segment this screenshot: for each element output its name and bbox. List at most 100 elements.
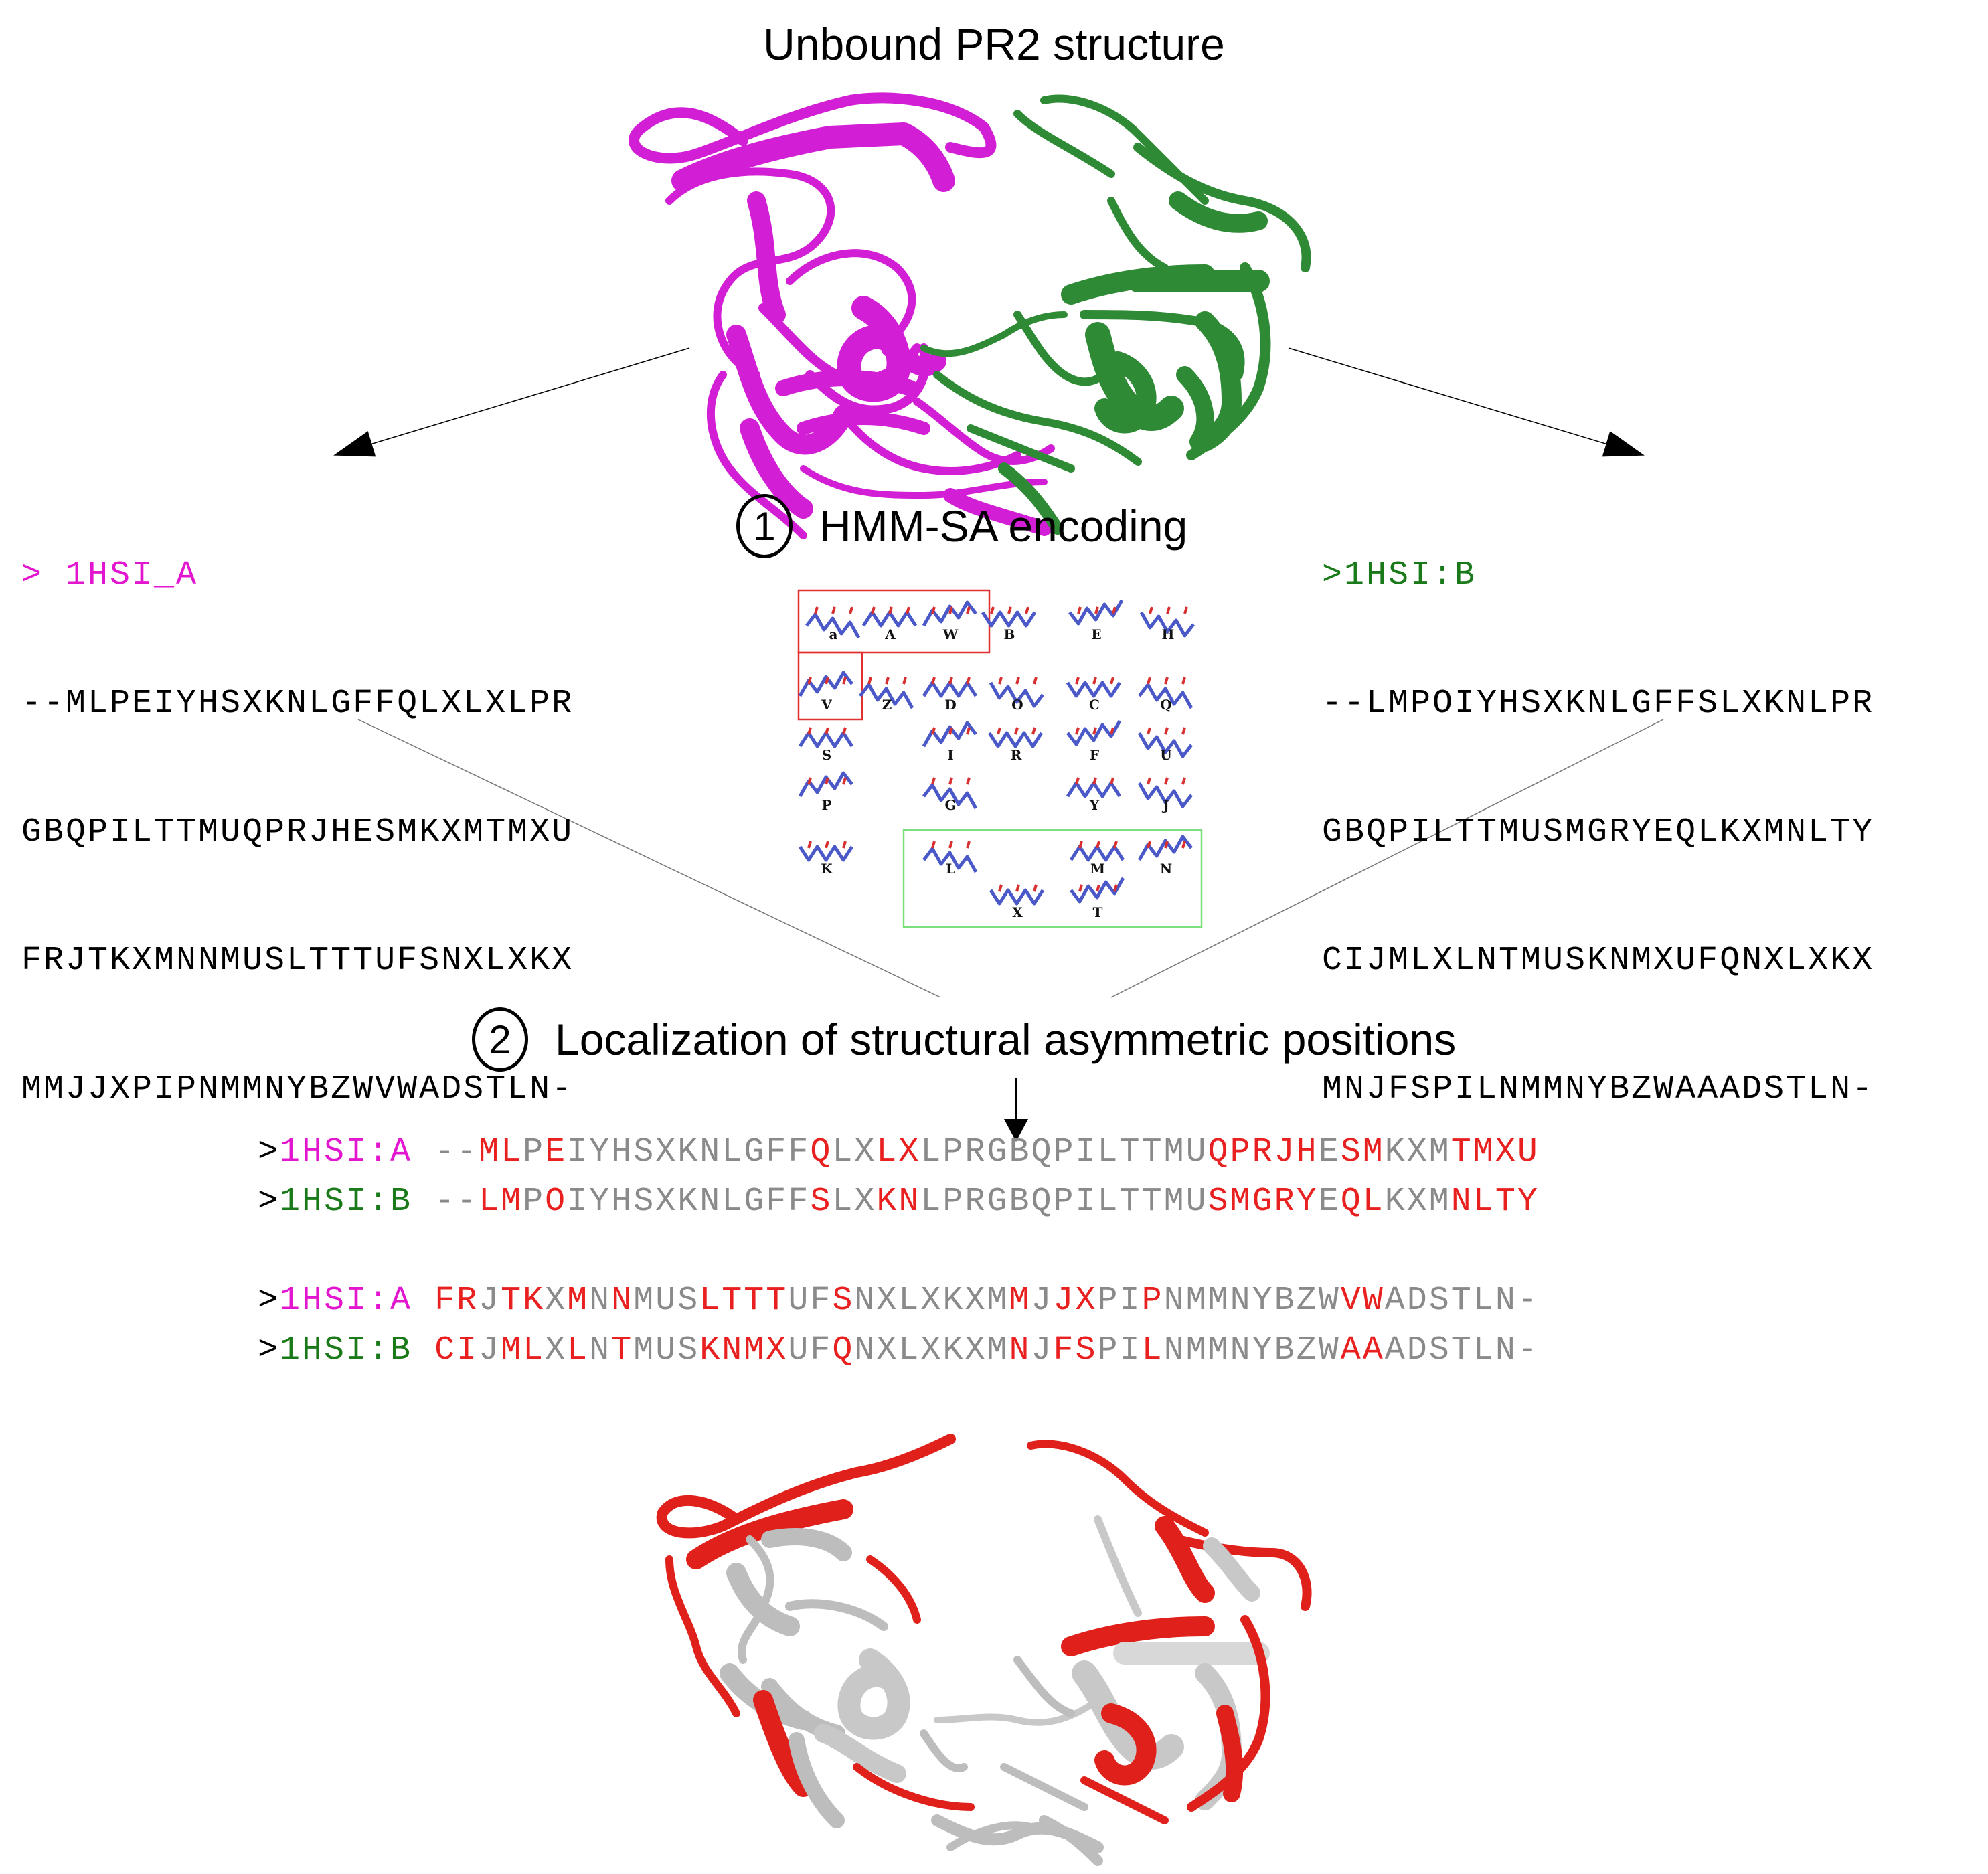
alignment-residue: - xyxy=(1517,1282,1540,1320)
hmm-sa-fragment: X xyxy=(989,884,1045,920)
alignment-residue: X xyxy=(1075,1282,1098,1320)
hmm-sa-letter: J xyxy=(1161,797,1169,813)
alignment-residue: M xyxy=(1208,1331,1230,1369)
hmm-sa-letter: L xyxy=(946,861,955,877)
alignment-residue: D xyxy=(1406,1331,1429,1369)
alignment-residue: Y xyxy=(589,1133,612,1171)
alignment-residue: N xyxy=(699,1133,722,1171)
alignment-residue: E xyxy=(545,1133,568,1171)
alignment-residue: J xyxy=(1031,1331,1054,1369)
alignment-residue: S xyxy=(1208,1183,1230,1221)
alignment-residue: M xyxy=(987,1331,1009,1369)
hmm-sa-letter: W xyxy=(942,626,959,643)
alignment-residue: L xyxy=(699,1282,722,1320)
chain-b-line-2: GBQPILTTMUSMGRYEQLKXMNLTY xyxy=(1322,813,1875,851)
hmm-sa-fragment: C xyxy=(1066,677,1122,713)
step-2-number: 2 xyxy=(472,1007,528,1072)
alignment-residue: N xyxy=(898,1183,921,1221)
alignment-row-sequence: FRJTKXMNNMUSLTTTUFSNXLXKXMMJJXPIPNMMNYBZ… xyxy=(434,1282,1540,1320)
alignment-residue: L xyxy=(832,1183,855,1221)
alignment-residue: X xyxy=(655,1133,678,1171)
alignment-residue: L xyxy=(1473,1331,1495,1369)
alignment-residue: A xyxy=(1340,1331,1363,1369)
arrow-to-chain-b xyxy=(1288,347,1645,457)
alignment-residue: K xyxy=(876,1183,899,1221)
alignment-residue: S xyxy=(677,1282,700,1320)
alignment-residue: T xyxy=(1451,1133,1473,1171)
alignment-residue: X xyxy=(1406,1133,1429,1171)
alignment-residue: T xyxy=(766,1282,789,1320)
alignment-residue: F xyxy=(788,1183,811,1221)
hmm-sa-letter: U xyxy=(1160,747,1171,763)
alignment-residue: N xyxy=(1163,1282,1186,1320)
hmm-sa-letter: N xyxy=(1160,861,1172,877)
alignment-residue: E xyxy=(1318,1183,1341,1221)
alignment-residue: P xyxy=(1053,1183,1076,1221)
hmm-sa-fragment: N xyxy=(1137,835,1193,877)
asymmetry-colored-structure xyxy=(656,1434,1312,1866)
alignment-residue: L xyxy=(1097,1133,1120,1171)
alignment-residue: U xyxy=(1517,1133,1540,1171)
alignment-residue: L xyxy=(920,1183,943,1221)
alignment-residue: T xyxy=(501,1282,523,1320)
alignment-residue: N xyxy=(699,1183,722,1221)
alignment-residue: K xyxy=(942,1331,965,1369)
alignment-residue: L xyxy=(876,1133,899,1171)
alignment-residue: D xyxy=(1406,1282,1429,1320)
chain-a-line-2: GBQPILTTMUQPRJHESMKXMTMXU xyxy=(21,813,574,851)
alignment-residue: F xyxy=(766,1183,789,1221)
alignment-residue: L xyxy=(567,1331,590,1369)
alignment-residue: - xyxy=(457,1133,479,1171)
alignment-row-sequence: --MLPEIYHSXKNLGFFQLXLXLPRGBQPILTTMUQPRJH… xyxy=(434,1133,1540,1171)
hmm-sa-letter: P xyxy=(821,797,831,813)
alignment-row: >1HSI:A --MLPEIYHSXKNLGFFQLXLXLPRGBQPILT… xyxy=(258,1128,1540,1177)
alignment-residue: M xyxy=(501,1183,523,1221)
alignment-residue: L xyxy=(1362,1183,1385,1221)
alignment-residue: L xyxy=(1097,1183,1120,1221)
hmm-sa-fragment: Q xyxy=(1138,677,1193,713)
alignment-residue: K xyxy=(1384,1183,1407,1221)
alignment-residue: H xyxy=(611,1183,634,1221)
alignment-residue: K xyxy=(523,1282,546,1320)
alignment-residue: X xyxy=(876,1331,899,1369)
alignment-residue: L xyxy=(722,1133,744,1171)
alignment-residue: F xyxy=(810,1282,833,1320)
alignment-residue: K xyxy=(699,1331,722,1369)
alignment-residue: X xyxy=(876,1282,899,1320)
alignment-residue: V xyxy=(1340,1282,1363,1320)
alignment-residue: C xyxy=(434,1331,457,1369)
alignment-residue: Y xyxy=(1296,1183,1319,1221)
alignment-residue: I xyxy=(567,1133,590,1171)
alignment-residue: W xyxy=(1362,1282,1385,1320)
hmm-sa-fragment: W xyxy=(922,600,977,643)
hmm-sa-letter: V xyxy=(821,697,832,713)
chain-b-line-4: MNJFSPILNMMNYBZWAAADSTLN- xyxy=(1322,1070,1875,1108)
alignment-residue: B xyxy=(1274,1331,1297,1369)
alignment-residue: M xyxy=(633,1282,656,1320)
alignment-residue: M xyxy=(1362,1133,1385,1171)
alignment-residue: M xyxy=(1163,1133,1186,1171)
hmm-sa-fragment: T xyxy=(1070,877,1125,920)
hmm-sa-letter: E xyxy=(1091,626,1101,643)
alignment-residue: M xyxy=(1009,1282,1031,1320)
alignment-residue: X xyxy=(854,1183,877,1221)
hmm-sa-letter: R xyxy=(1011,747,1022,763)
alignment-row-label: 1HSI:B xyxy=(280,1331,413,1369)
alignment-residue: T xyxy=(1119,1183,1142,1221)
chain-a-sequence: > 1HSI_A --MLPEIYHSXKNLGFFQLXLXLPR GBQPI… xyxy=(21,468,574,1197)
alignment-residue: L xyxy=(832,1133,855,1171)
hmm-sa-letter: D xyxy=(944,697,956,713)
alignment-residue: N xyxy=(1495,1282,1517,1320)
hmm-sa-letter: a xyxy=(829,626,838,643)
alignment-residue: G xyxy=(1252,1183,1274,1221)
alignment-residue: H xyxy=(1296,1133,1319,1171)
hmm-sa-letter: T xyxy=(1093,904,1103,920)
chain-b-sequence: >1HSI:B --LMPOIYHSXKNLGFFSLXKNLPR GBQPIL… xyxy=(1322,468,1874,1197)
chain-b-ribbon xyxy=(920,94,1311,535)
alignment-residue: K xyxy=(677,1133,700,1171)
alignment-residue: F xyxy=(810,1331,833,1369)
alignment-residue: M xyxy=(744,1331,766,1369)
converge-line-left xyxy=(357,719,941,998)
